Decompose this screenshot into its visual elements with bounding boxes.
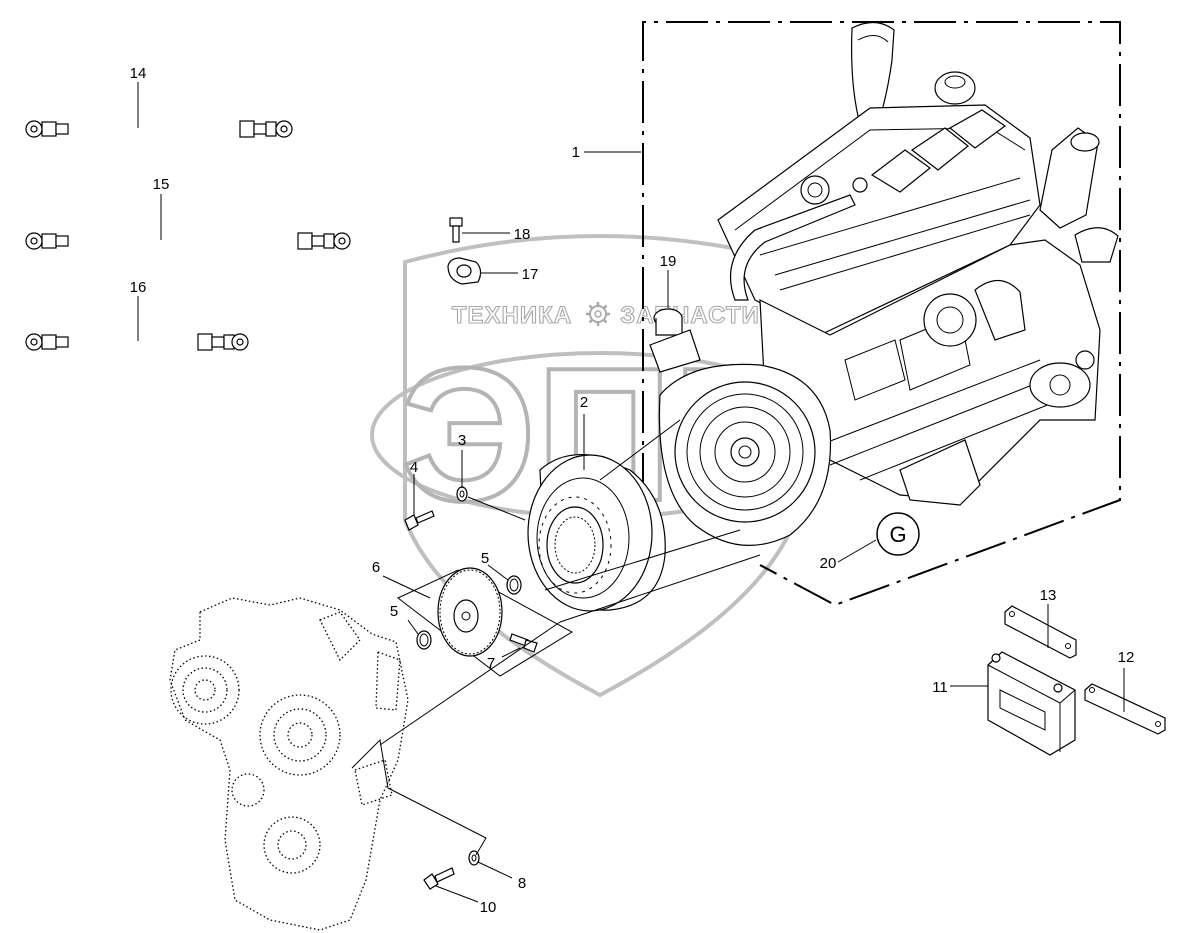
clamp-17-icon (447, 257, 482, 285)
callout-6: 6 (372, 559, 380, 576)
cable-16-right-lug-icon (197, 333, 249, 351)
callout-4: 4 (410, 459, 418, 476)
callout-7: 7 (487, 655, 495, 672)
ecu-11 (987, 651, 1076, 756)
bolt-18-icon (449, 217, 463, 243)
callout-11: 11 (932, 679, 948, 696)
cable-14-right-lug-icon (239, 120, 293, 138)
bolt-4-icon (404, 510, 435, 531)
callout-3: 3 (458, 432, 466, 449)
o-ring-5-upper-icon (506, 575, 522, 595)
o-ring-5-lower-icon (416, 630, 432, 650)
engine-assembly (649, 21, 1119, 546)
callout-16: 16 (130, 279, 147, 296)
callout-labels: 1 2 3 4 5 5 6 7 8 10 11 12 13 14 15 16 1… (130, 65, 1135, 916)
bracket-13 (1004, 605, 1077, 659)
callout-13: 13 (1040, 587, 1057, 604)
callout-5-lower: 5 (390, 603, 398, 620)
cable-15 (25, 232, 351, 250)
callout-10: 10 (480, 899, 497, 916)
callout-2: 2 (580, 394, 588, 411)
leader-lines (137, 82, 1125, 903)
watermark-gear-icon (586, 302, 610, 326)
cable-15-left-lug-icon (25, 232, 69, 250)
callout-18: 18 (514, 226, 531, 243)
callout-12: 12 (1118, 649, 1135, 666)
cable-16 (25, 333, 249, 351)
cable-14-left-lug-icon (25, 120, 69, 138)
callout-20: 20 (820, 555, 837, 572)
callout-8: 8 (518, 875, 526, 892)
washer-3-icon (456, 486, 468, 502)
bolt-7-icon (509, 633, 538, 653)
callout-19: 19 (660, 253, 677, 270)
bracket-12 (1084, 683, 1166, 735)
watermark-word-right: ЗАПЧАСТИ (620, 302, 760, 329)
engine-group-frame (642, 21, 1121, 607)
watermark-word-left: ТЕХНИКА (452, 302, 572, 329)
cable-14 (25, 120, 293, 138)
callout-5-upper: 5 (481, 550, 489, 567)
group-marker: G (876, 512, 920, 556)
gear-housing-reference (169, 597, 409, 931)
group-marker-letter: G (889, 522, 906, 547)
callout-15: 15 (153, 176, 170, 193)
bolt-10-icon (423, 867, 455, 890)
cable-16-left-lug-icon (25, 333, 69, 351)
callout-17: 17 (522, 266, 539, 283)
callout-1: 1 (572, 144, 580, 161)
cable-15-right-lug-icon (297, 232, 351, 250)
timing-gear (397, 567, 574, 677)
callout-14: 14 (130, 65, 147, 82)
flywheel (527, 453, 666, 612)
